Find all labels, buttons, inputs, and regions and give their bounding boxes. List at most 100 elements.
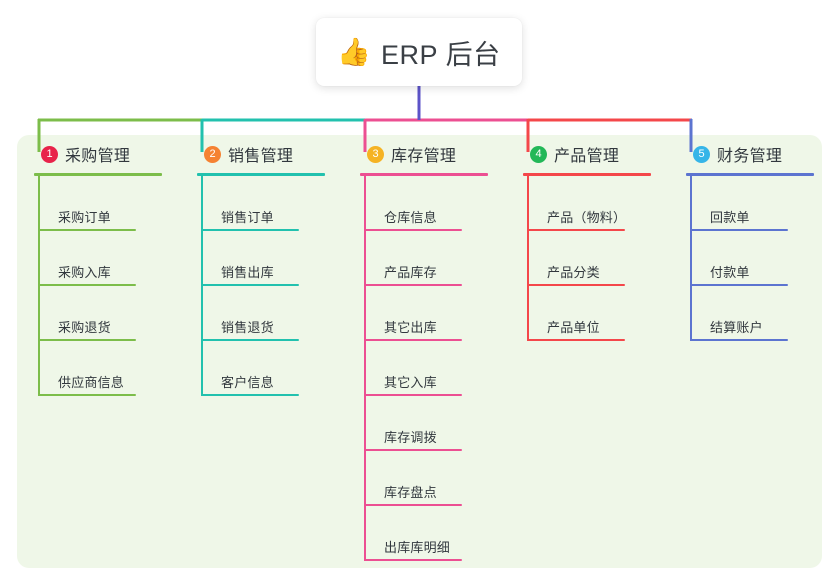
branch-item-label: 采购退货 (58, 320, 111, 335)
branch-item-underline (364, 504, 462, 506)
branch-item-label: 付款单 (710, 265, 750, 280)
branch-item-underline (38, 229, 136, 231)
branch-item[interactable]: 出库库明细 (364, 506, 506, 561)
branch-columns: 1 采购管理采购订单采购入库采购退货供应商信息 2 销售管理销售订单销售出库销售退货客… (17, 135, 822, 568)
branch-item[interactable]: 客户信息 (201, 341, 343, 396)
branch-badge-5: 5 (693, 145, 710, 163)
branch-item-underline (364, 449, 462, 451)
branch-item[interactable]: 采购退货 (38, 286, 180, 341)
branch-item-underline (690, 339, 788, 341)
branch-item[interactable]: 销售退货 (201, 286, 343, 341)
branch-item-underline (364, 559, 462, 561)
branch-items-3: 仓库信息产品库存其它出库其它入库库存调拨库存盘点出库库明细 (364, 176, 506, 561)
branch-item-underline (201, 284, 299, 286)
branch-item-underline (201, 339, 299, 341)
branch-item[interactable]: 其它入库 (364, 341, 506, 396)
branch-item-underline (527, 284, 625, 286)
diagram-panel (17, 135, 822, 568)
branch-item-label: 出库库明细 (384, 540, 451, 555)
branch-underline-5 (686, 173, 814, 176)
branch-item-label: 采购入库 (58, 265, 111, 280)
branch-item-underline (527, 229, 625, 231)
branch-item[interactable]: 结算账户 (690, 286, 832, 341)
branch-item[interactable]: 库存盘点 (364, 451, 506, 506)
branch-item-underline (38, 394, 136, 396)
branch-item-underline (201, 394, 299, 396)
branch-item-label: 销售订单 (221, 210, 274, 225)
branch-items-5: 回款单付款单结算账户 (690, 176, 832, 341)
branch-item[interactable]: 销售订单 (201, 176, 343, 231)
branch-header-5[interactable]: 5 财务管理 (669, 135, 832, 173)
branch-badge-3: 3 (367, 145, 384, 163)
branch-item[interactable]: 供应商信息 (38, 341, 180, 396)
branch-title-2: 销售管理 (228, 148, 294, 165)
branch-item-label: 其它出库 (384, 320, 437, 335)
thumbs-up-icon: 👍 (337, 36, 372, 67)
branch-header-1[interactable]: 1 采购管理 (17, 135, 180, 173)
branch-item-underline (690, 284, 788, 286)
branch-underline-1 (34, 173, 162, 176)
branch-item-label: 客户信息 (221, 375, 274, 390)
branch-column-2: 2 销售管理销售订单销售出库销售退货客户信息 (180, 135, 343, 396)
branch-item[interactable]: 库存调拨 (364, 396, 506, 451)
branch-item[interactable]: 其它出库 (364, 286, 506, 341)
branch-column-4: 4 产品管理产品（物料） 产品分类产品单位 (506, 135, 669, 341)
branch-spine-2 (201, 176, 203, 396)
branch-item[interactable]: 销售出库 (201, 231, 343, 286)
branch-item-label: 仓库信息 (384, 210, 437, 225)
branch-item[interactable]: 采购订单 (38, 176, 180, 231)
branch-item-underline (364, 394, 462, 396)
branch-item[interactable]: 回款单 (690, 176, 832, 231)
branch-item-underline (38, 339, 136, 341)
branch-title-4: 产品管理 (554, 148, 620, 165)
branch-item-underline (364, 229, 462, 231)
branch-item-label: 销售出库 (221, 265, 274, 280)
branch-item-label: 产品库存 (384, 265, 437, 280)
branch-item[interactable]: 产品单位 (527, 286, 669, 341)
branch-items-4: 产品（物料） 产品分类产品单位 (527, 176, 669, 341)
branch-item-label: 供应商信息 (58, 375, 125, 390)
branch-item-label: 采购订单 (58, 210, 111, 225)
branch-spine-4 (527, 176, 529, 341)
branch-item-underline (364, 284, 462, 286)
branch-badge-4: 4 (530, 145, 547, 163)
branch-items-1: 采购订单采购入库采购退货供应商信息 (38, 176, 180, 396)
branch-item[interactable]: 仓库信息 (364, 176, 506, 231)
branch-column-1: 1 采购管理采购订单采购入库采购退货供应商信息 (17, 135, 180, 396)
branch-badge-2: 2 (204, 145, 221, 163)
branch-spine-5 (690, 176, 692, 341)
branch-item-underline (527, 339, 625, 341)
branch-item[interactable]: 产品（物料） (527, 176, 669, 231)
branch-item-underline (690, 229, 788, 231)
branch-item[interactable]: 产品库存 (364, 231, 506, 286)
branch-item-label: 产品（物料） (547, 210, 627, 225)
branch-header-4[interactable]: 4 产品管理 (506, 135, 669, 173)
root-node-card[interactable]: 👍 ERP 后台 (316, 18, 522, 86)
root-node-title: ERP 后台 (381, 39, 501, 70)
branch-item-label: 产品单位 (547, 320, 600, 335)
branch-item-underline (364, 339, 462, 341)
branch-item-underline (38, 284, 136, 286)
branch-title-5: 财务管理 (717, 148, 783, 165)
branch-item-label: 销售退货 (221, 320, 274, 335)
branch-badge-1: 1 (41, 145, 58, 163)
branch-underline-4 (523, 173, 651, 176)
branch-item-label: 产品分类 (547, 265, 600, 280)
branch-header-2[interactable]: 2 销售管理 (180, 135, 343, 173)
branch-item-label: 库存调拨 (384, 430, 437, 445)
branch-item-label: 回款单 (710, 210, 750, 225)
branch-item[interactable]: 采购入库 (38, 231, 180, 286)
branch-underline-3 (360, 173, 488, 176)
branch-title-1: 采购管理 (65, 148, 131, 165)
branch-item[interactable]: 付款单 (690, 231, 832, 286)
branch-item[interactable]: 产品分类 (527, 231, 669, 286)
branch-column-5: 5 财务管理回款单付款单结算账户 (669, 135, 832, 341)
branch-items-2: 销售订单销售出库销售退货客户信息 (201, 176, 343, 396)
branch-spine-1 (38, 176, 40, 396)
branch-item-label: 库存盘点 (384, 485, 437, 500)
branch-spine-3 (364, 176, 366, 561)
branch-item-label: 其它入库 (384, 375, 437, 390)
